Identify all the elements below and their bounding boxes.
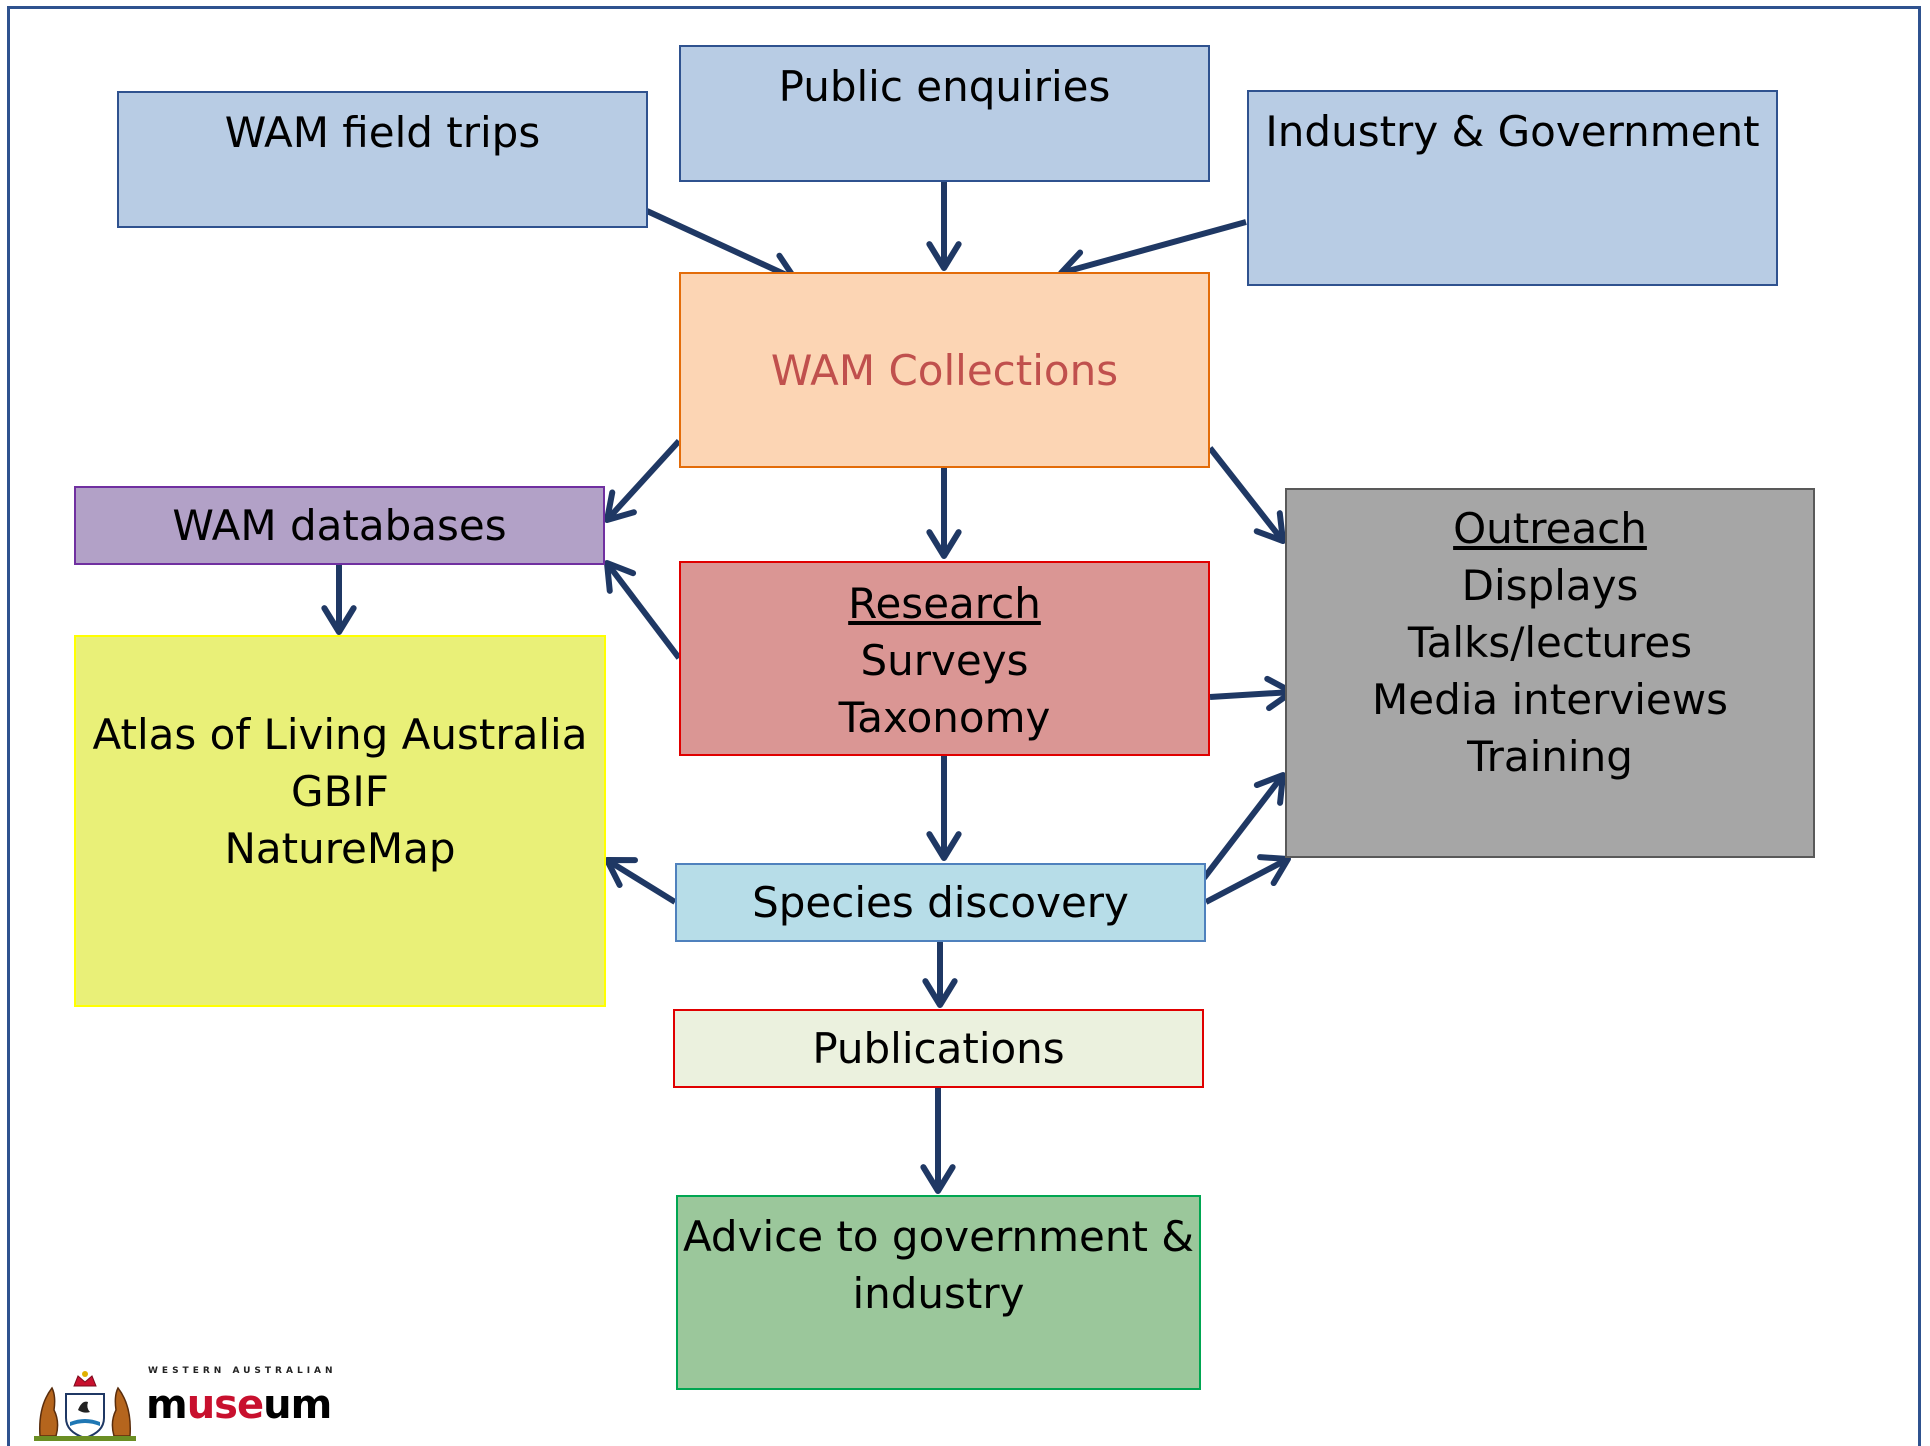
node-label: GBIF [291,767,389,816]
arrow-species-to-outreach-lower-shaft [1204,856,1290,905]
arrow-collections-to-databases-head [604,489,637,523]
node-label: Publications [812,1024,1065,1073]
arrow-collections-to-research-head [926,529,962,559]
arrow-species-to-atlas-head [604,857,638,888]
coat-of-arms-icon [34,1371,136,1441]
node-wam-collections: WAM Collections [679,272,1210,468]
arrow-species-to-atlas [604,857,677,905]
arrow-public-enquiries-to-collections [926,182,962,271]
node-label: Talks/lectures [1407,618,1693,667]
museum-logo: WESTERN AUSTRALIAN museum [24,1362,333,1442]
node-label: Training [1467,732,1633,781]
node-atlas-gbif-naturemap: Atlas of Living Australia GBIF NatureMap [74,635,606,1007]
node-label: Taxonomy [838,693,1051,742]
arrow-field-trips-to-collections-shaft [645,208,797,282]
node-label: Displays [1461,561,1639,610]
arrow-species-to-outreach-lower [1204,854,1291,905]
logo-wordmark: museum [146,1382,332,1428]
arrow-species-to-outreach-upper [1201,772,1286,880]
arrow-species-to-outreach-upper-shaft [1201,773,1286,880]
node-label: Atlas of Living Australia [92,710,588,759]
node-advice: Advice to government & industry [676,1195,1201,1390]
node-publications: Publications [673,1009,1204,1088]
arrow-databases-to-atlas [321,565,357,635]
logo-word-post: um [263,1382,332,1428]
arrow-collections-to-outreach-shaft [1207,446,1286,543]
node-label: Industry & Government [1265,107,1760,156]
logo-word-mid: use [186,1382,264,1428]
arrow-databases-to-atlas-head [321,605,357,635]
arrow-research-to-databases-shaft [604,561,682,660]
logo-small-text: WESTERN AUSTRALIAN [148,1366,337,1376]
node-wam-databases: WAM databases [74,486,605,565]
arrow-research-to-databases [604,560,682,660]
node-label: industry [852,1269,1025,1318]
slide-frame [7,6,1921,1446]
arrow-species-to-outreach-lower-head [1257,854,1291,887]
arrow-species-to-publications-head [922,978,958,1008]
arrow-species-to-outreach-upper-head [1253,772,1286,806]
node-label: Species discovery [752,878,1129,927]
node-label: WAM field trips [224,108,541,157]
node-label: WAM Collections [770,346,1119,395]
arrow-research-to-databases-head [604,560,637,594]
node-species-discovery: Species discovery [675,863,1206,942]
node-research: Research Surveys Taxonomy [679,561,1210,756]
arrow-research-to-species-head [926,831,962,861]
arrow-research-to-outreach-shaft [1209,689,1293,700]
arrow-publications-to-advice [920,1088,956,1194]
arrow-collections-to-research [926,468,962,559]
node-label: WAM databases [172,501,507,550]
node-label: Public enquiries [778,62,1111,111]
arrow-collections-to-databases [604,438,682,523]
node-label: Surveys [860,636,1029,685]
node-label: Media interviews [1372,675,1728,724]
arrow-research-to-species [926,756,962,861]
arrow-species-to-atlas-shaft [605,857,677,905]
node-heading: Outreach [1453,504,1647,553]
node-wam-field-trips: WAM field trips [117,91,648,228]
arrow-public-enquiries-to-collections-head [926,241,962,271]
arrow-species-to-publications [922,942,958,1008]
node-label: NatureMap [224,824,456,873]
arrow-collections-to-outreach [1207,446,1286,544]
logo-word-pre: m [146,1382,188,1428]
arrow-industry-to-collections-shaft [1060,219,1247,276]
arrow-research-to-outreach [1209,675,1295,712]
node-industry-government: Industry & Government [1247,90,1778,286]
node-label: Advice to government & [682,1212,1195,1261]
arrow-collections-to-databases-shaft [604,438,682,523]
node-heading: Research [848,579,1041,628]
node-outreach: Outreach Displays Talks/lectures Media i… [1285,488,1815,858]
arrow-publications-to-advice-head [920,1164,956,1194]
arrow-collections-to-outreach-head [1253,510,1286,544]
node-public-enquiries: Public enquiries [679,45,1210,182]
